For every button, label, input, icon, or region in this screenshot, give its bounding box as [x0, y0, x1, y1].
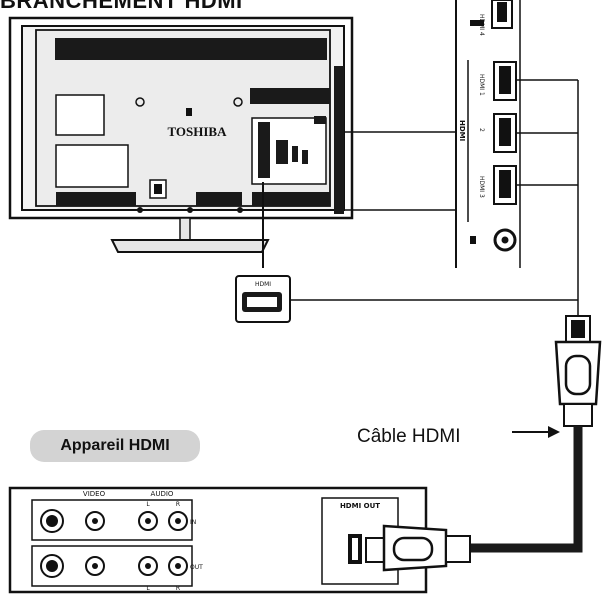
hdmi-cable	[470, 426, 583, 553]
device-video-label: VIDEO	[83, 490, 106, 498]
device-r-label-bottom: R	[176, 585, 180, 592]
tv-side-panel	[455, 0, 521, 268]
device-title: Appareil HDMI	[60, 437, 170, 454]
device-l-label-bottom: L	[146, 585, 150, 592]
hdmi-device	[8, 486, 428, 594]
hdmi-connector-label: HDMI	[255, 281, 271, 288]
port-connection-lines	[516, 79, 579, 318]
hdmi-connector-callout	[235, 275, 291, 323]
caption-arrow-head	[548, 426, 560, 438]
side-hdmi-port-2	[493, 113, 517, 153]
device-hdmi-out-label: HDMI OUT	[340, 502, 380, 510]
device-l-label-top: L	[146, 501, 150, 508]
side-port-label-3: HDMI 3	[478, 176, 485, 198]
tv-brand-logo: TOSHIBA	[167, 124, 227, 139]
side-hdmi-port-1	[493, 61, 517, 101]
hdmi-cable-plug-device	[365, 524, 471, 572]
device-title-badge: Appareil HDMI	[30, 430, 200, 462]
hdmi-cable-plug-top	[554, 315, 602, 427]
device-in-label: IN	[190, 519, 196, 526]
device-r-label-top: R	[176, 501, 180, 508]
device-out-label: OUT	[190, 564, 203, 571]
device-audio-label: AUDIO	[151, 490, 174, 498]
cable-caption: Câble HDMI	[357, 426, 461, 447]
side-hdmi-port-3	[493, 165, 517, 205]
side-port-label-2: 2	[478, 128, 485, 132]
tv-rear	[8, 16, 354, 253]
side-port-label-1: HDMI 1	[478, 74, 485, 96]
side-group-label: HDMI	[458, 120, 466, 141]
side-top-port-label: HDMI 4	[478, 14, 485, 36]
diagram-headline: BRANCHEMENT HDMI	[0, 0, 243, 13]
